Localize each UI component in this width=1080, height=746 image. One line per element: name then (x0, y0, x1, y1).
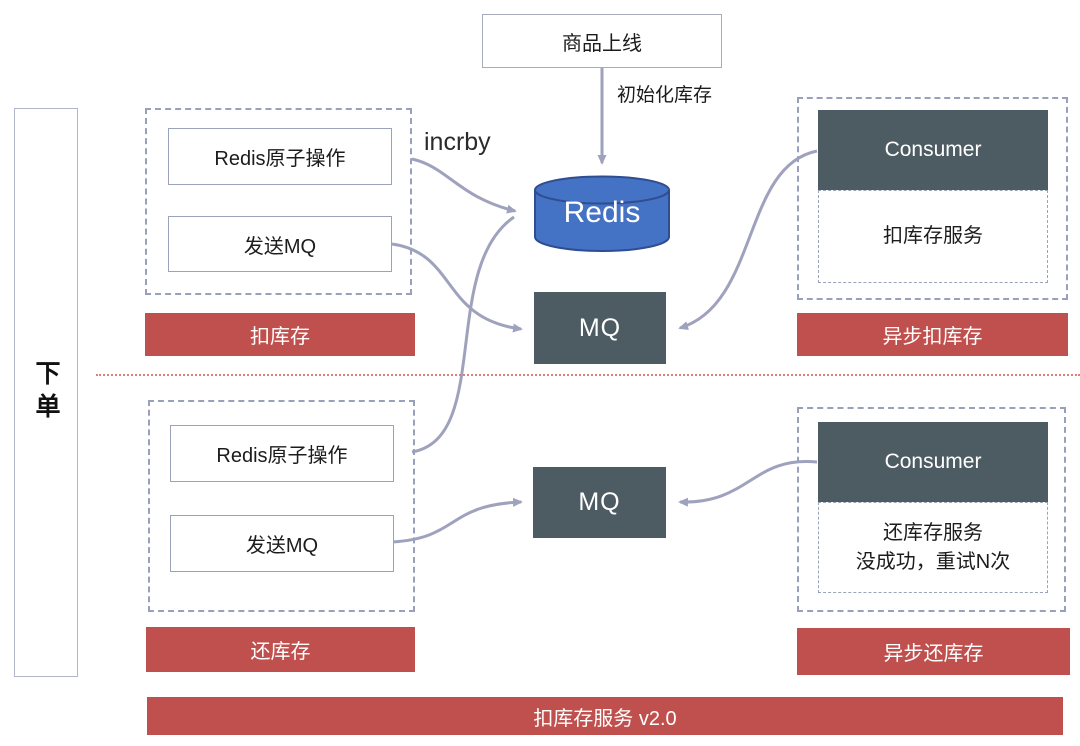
consumer-top-box: Consumer (818, 110, 1048, 190)
product-online-label: 商品上线 (562, 32, 642, 55)
place-order-box: 下单 (14, 108, 78, 677)
curve-return-atomic-to-redis (411, 215, 515, 454)
deduct-redis-atomic-label: Redis原子操作 (214, 148, 346, 170)
curve-incrby-to-redis (411, 157, 517, 214)
return-group-box (148, 400, 415, 612)
service-title-label: 扣库存服务 v2.0 (533, 707, 677, 730)
mq-bottom-box: MQ (533, 467, 666, 538)
async-return-group-box (797, 407, 1066, 612)
deduct-service-box: 扣库存服务 (818, 190, 1048, 283)
consumer-bottom-box: Consumer (818, 422, 1048, 502)
async-deduct-bar: 异步扣库存 (797, 313, 1068, 356)
deduct-redis-atomic-box: Redis原子操作 (168, 128, 392, 185)
deduct-stock-bar-label: 扣库存 (250, 326, 310, 348)
deduct-send-mq-label: 发送MQ (243, 235, 317, 258)
redis-database: Redis (532, 174, 672, 254)
return-service-line1: 还库存服务 (883, 521, 983, 544)
section-divider (96, 374, 1080, 376)
async-return-bar-label: 异步还库存 (883, 643, 984, 665)
return-stock-bar-label: 还库存 (250, 641, 311, 663)
consumer-bottom-label: Consumer (884, 450, 982, 473)
redis-label: Redis (563, 196, 641, 229)
return-send-mq-box: 发送MQ (170, 515, 394, 572)
return-send-mq-label: 发送MQ (245, 535, 319, 557)
consumer-top-label: Consumer (884, 138, 982, 161)
place-order-label: 下单 (32, 359, 60, 426)
database-cylinder-icon (534, 175, 670, 252)
return-service-line2: 没成功，重试N次 (855, 550, 1011, 573)
service-title-bar: 扣库存服务 v2.0 (147, 697, 1063, 735)
async-return-bar: 异步还库存 (797, 628, 1070, 675)
async-deduct-bar-label: 异步扣库存 (882, 326, 983, 348)
return-redis-atomic-box: Redis原子操作 (170, 425, 394, 482)
async-deduct-group-box (797, 97, 1068, 300)
mq-bottom-label: MQ (578, 488, 621, 516)
product-online-box: 商品上线 (482, 14, 722, 68)
mq-top-box: MQ (534, 292, 666, 364)
incrby-label: incrby (424, 128, 491, 156)
deduct-group-box (145, 108, 412, 295)
deduct-service-label: 扣库存服务 (883, 225, 983, 247)
deduct-stock-bar: 扣库存 (145, 313, 415, 356)
return-redis-atomic-label: Redis原子操作 (216, 445, 348, 467)
return-stock-bar: 还库存 (146, 627, 415, 672)
deduct-send-mq-box: 发送MQ (168, 216, 392, 272)
return-service-box: 还库存服务 没成功，重试N次 (818, 502, 1048, 593)
init-stock-label: 初始化库存 (617, 85, 713, 106)
mq-top-label: MQ (578, 313, 622, 342)
